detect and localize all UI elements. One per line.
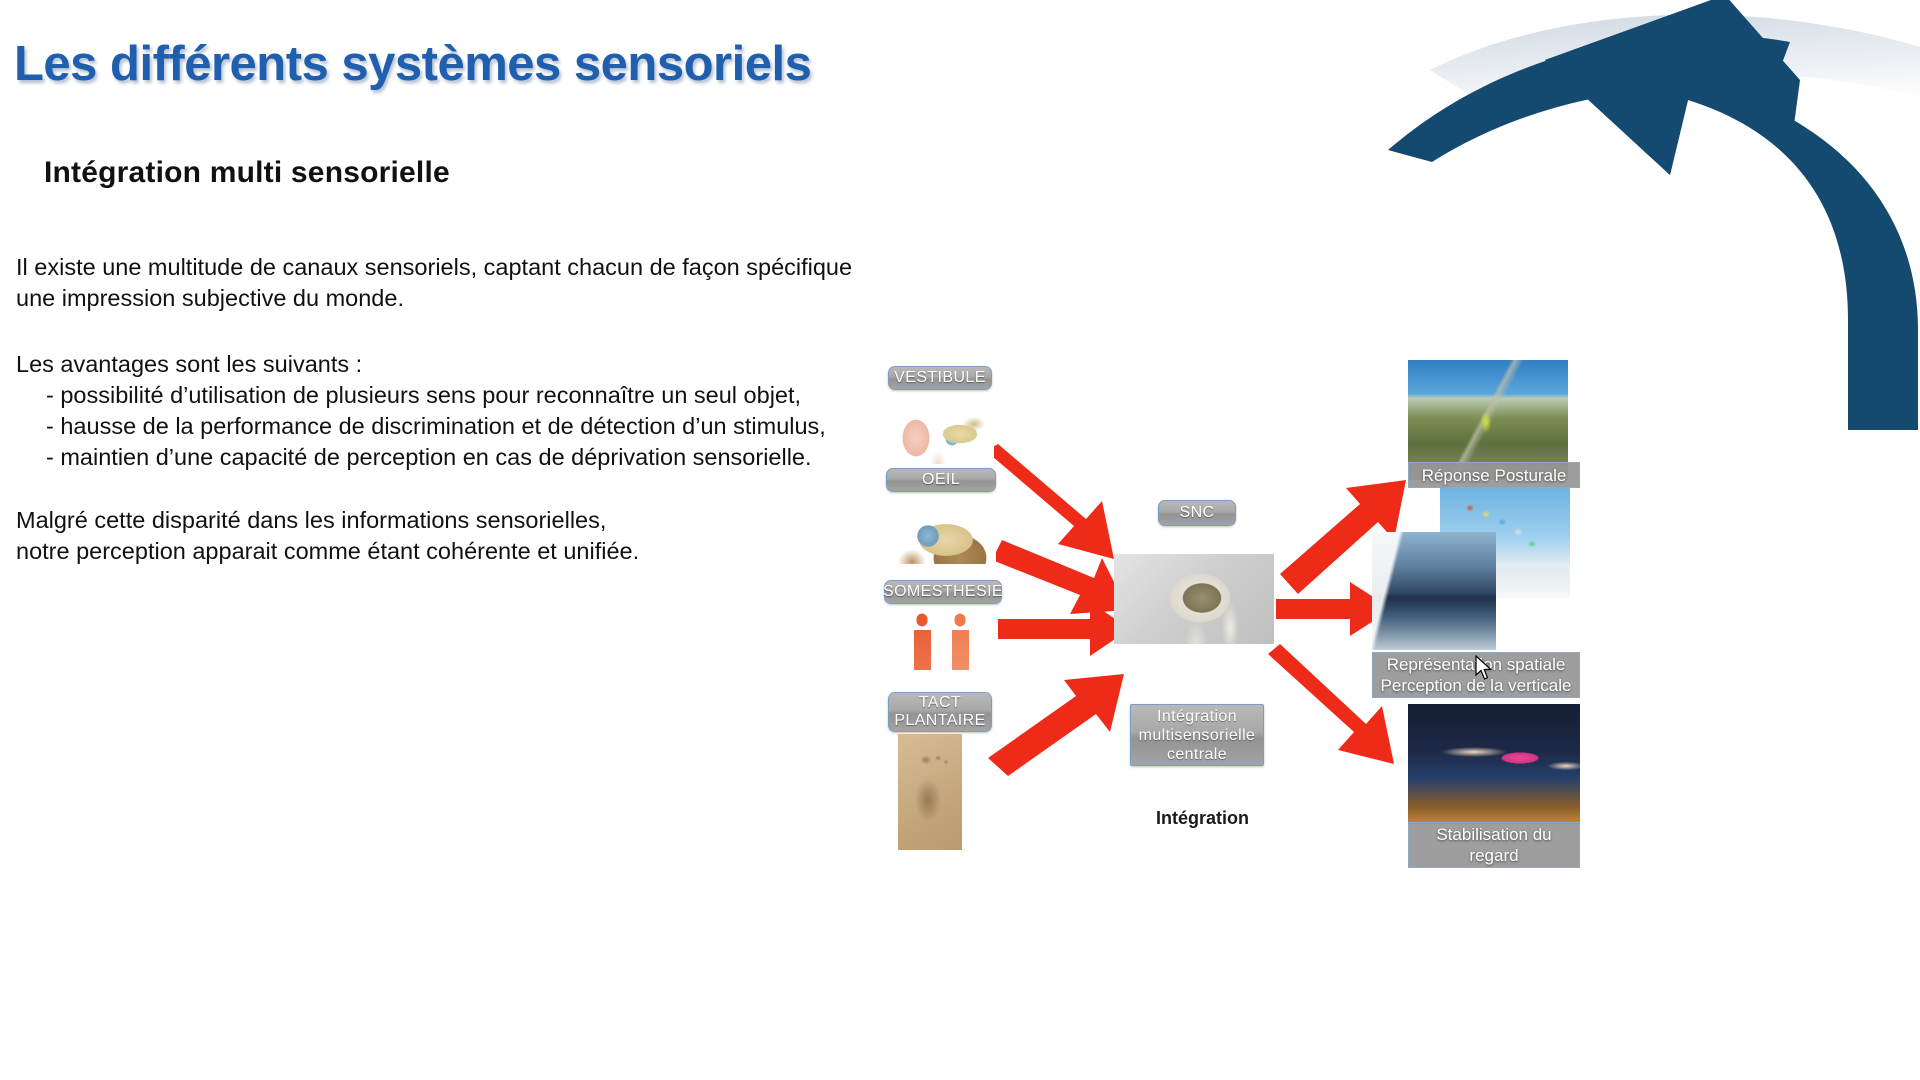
- node-label-tact-plantaire: TACT PLANTAIRE: [888, 692, 992, 732]
- brain-head-image: [1114, 554, 1274, 644]
- intro-paragraph: Il existe une multitude de canaux sensor…: [16, 252, 896, 314]
- node-label-integration-centrale: Intégration multisensorielle centrale: [1130, 704, 1264, 766]
- conclusion-line-2: notre perception apparait comme étant co…: [16, 538, 640, 564]
- node-label-somesthesie: SOMESTHESIE: [883, 580, 1003, 604]
- integration-line-3: centrale: [1166, 745, 1228, 763]
- list-item: - hausse de la performance de discrimina…: [46, 413, 826, 439]
- node-label-snc: SNC: [1158, 500, 1236, 526]
- list-item: - possibilité d’utilisation de plusieurs…: [46, 382, 802, 408]
- integration-line-1: Intégration: [1156, 707, 1237, 725]
- tact-plantaire-line-2: PLANTAIRE: [894, 712, 986, 729]
- caption-line-1: Stabilisation du: [1436, 825, 1552, 844]
- caption-representation-spatiale: Représentation spatiale Perception de la…: [1372, 652, 1580, 698]
- multisensory-integration-diagram: VESTIBULE OEIL SOMESTHESIE TACT PLANTAIR…: [880, 352, 1920, 872]
- conclusion-paragraph: Malgré cette disparité dans les informat…: [16, 505, 896, 567]
- advantages-intro: Les avantages sont les suivants :: [16, 351, 363, 377]
- mountain-hiker-photo: [1408, 360, 1568, 480]
- gymnast-photo: [1408, 704, 1580, 824]
- integration-footer-label: Intégration: [1156, 808, 1249, 828]
- caption-line-1: Représentation spatiale: [1386, 655, 1566, 674]
- footprint-image: [898, 734, 962, 850]
- sailboat-photo: [1372, 532, 1496, 650]
- integration-line-2: multisensorielle: [1138, 726, 1256, 744]
- page-subtitle: Intégration multi sensorielle: [44, 156, 450, 189]
- eye-anatomy-image: [890, 496, 996, 564]
- caption-line-2: Perception de la verticale: [1380, 676, 1572, 695]
- intro-line-2: une impression subjective du monde.: [16, 285, 404, 311]
- page-title: Les différents systèmes sensoriels: [14, 37, 812, 91]
- caption-line-2: regard: [1469, 846, 1519, 865]
- caption-reponse-posturale: Réponse Posturale: [1408, 462, 1580, 488]
- conclusion-line-1: Malgré cette disparité dans les informat…: [16, 507, 607, 533]
- node-label-oeil: OEIL: [886, 468, 996, 492]
- advantages-list: - possibilité d’utilisation de plusieurs…: [16, 380, 896, 473]
- node-label-vestibule: VESTIBULE: [888, 366, 992, 390]
- tact-plantaire-line-1: TACT: [918, 694, 962, 711]
- body-anatomy-image: [898, 608, 990, 670]
- caption-stabilisation-regard: Stabilisation du regard: [1408, 822, 1580, 868]
- ear-anatomy-image: [886, 394, 994, 464]
- advantages-block: Les avantages sont les suivants : - poss…: [16, 349, 896, 473]
- list-item: - maintien d’une capacité de perception …: [46, 444, 812, 470]
- intro-line-1: Il existe une multitude de canaux sensor…: [16, 254, 853, 280]
